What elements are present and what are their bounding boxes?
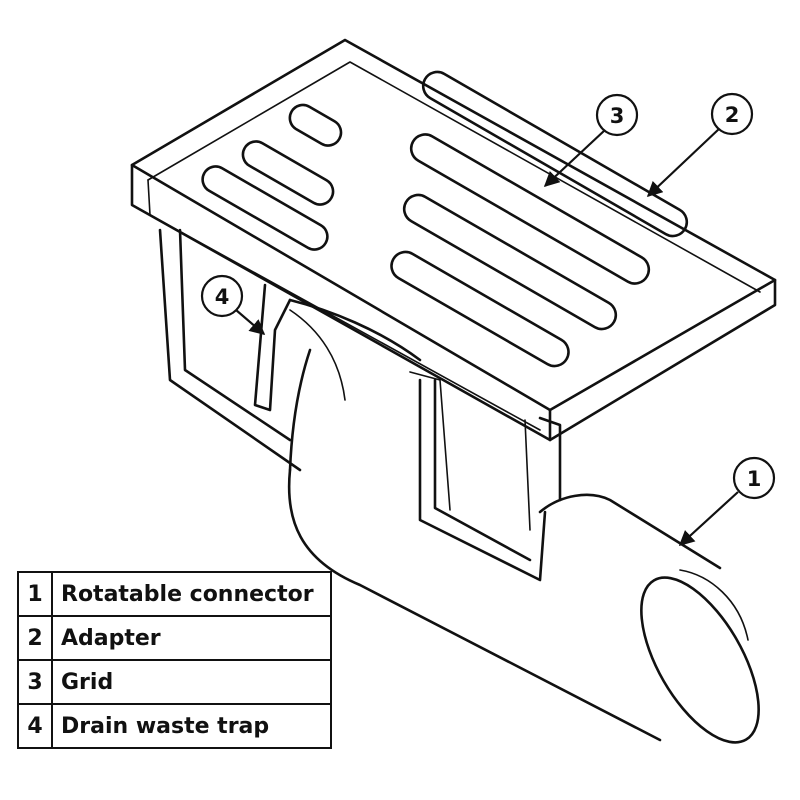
- legend-label: Rotatable connector: [51, 571, 332, 617]
- callout-4-leader: [235, 309, 266, 336]
- drain-waste-trap-drawing: [253, 283, 451, 511]
- callout-4-number: 4: [215, 285, 230, 309]
- legend-number: 1: [17, 571, 53, 617]
- callout-3: 3: [595, 93, 639, 137]
- legend-label: Adapter: [51, 615, 332, 661]
- legend-number: 4: [17, 703, 53, 749]
- legend-row: 1 Rotatable connector: [17, 571, 332, 617]
- legend-row: 4 Drain waste trap: [17, 703, 332, 749]
- callout-1-number: 1: [747, 467, 762, 491]
- legend-label: Grid: [51, 659, 332, 705]
- adapter-drawing: [158, 228, 562, 582]
- callout-2-number: 2: [725, 103, 740, 127]
- callout-1: 1: [732, 456, 776, 500]
- callout-3-leader: [543, 129, 606, 188]
- legend-label: Drain waste trap: [51, 703, 332, 749]
- legend-number: 2: [17, 615, 53, 661]
- legend-number: 3: [17, 659, 53, 705]
- callout-3-number: 3: [610, 104, 625, 128]
- legend-row: 3 Grid: [17, 659, 332, 705]
- legend-row: 2 Adapter: [17, 615, 332, 661]
- callout-2-leader: [646, 127, 721, 198]
- callout-1-leader: [678, 491, 739, 547]
- callout-4: 4: [200, 274, 244, 318]
- parts-legend: 1 Rotatable connector 2 Adapter 3 Grid 4…: [17, 571, 332, 749]
- grid-drawing: [130, 38, 777, 442]
- rotatable-connector-drawing: [287, 348, 760, 744]
- callout-2: 2: [710, 92, 754, 136]
